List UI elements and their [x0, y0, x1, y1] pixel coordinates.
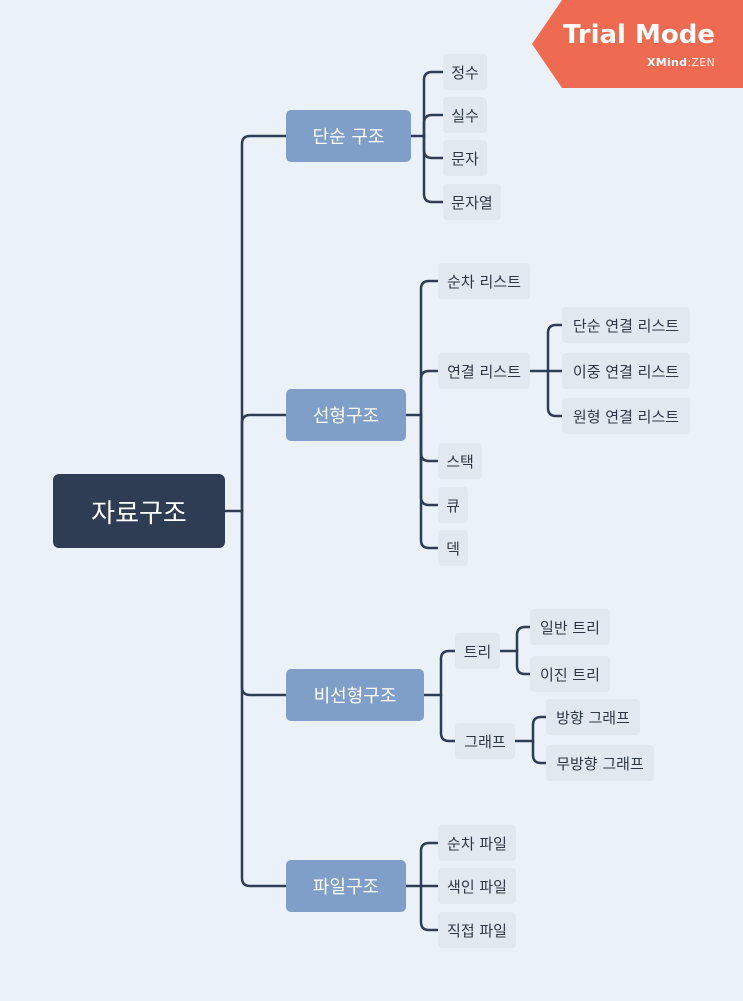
branch-2-item-3[interactable]: 스택 — [438, 443, 482, 479]
branch-node-2[interactable]: 선형구조 — [286, 389, 406, 441]
branch-3-item-2[interactable]: 그래프 — [455, 723, 515, 759]
branch-1-item-4[interactable]: 문자열 — [443, 184, 501, 220]
branch-2-item-2-connector-leaf-2 — [546, 369, 564, 418]
branch-1-item-2[interactable]: 실수 — [443, 97, 487, 133]
brand-separator: : — [687, 56, 692, 69]
branch-2-connector-leaf-1 — [419, 369, 440, 417]
branch-4-item-1[interactable]: 순차 파일 — [438, 825, 516, 861]
brand-strong: XMind — [646, 56, 688, 69]
branch-1-connector-leaf-0 — [422, 70, 445, 138]
xmind-zen-logo: XMind:ZEN — [647, 56, 715, 69]
trial-mode-title: Trial Mode — [562, 20, 715, 50]
branch-2-item-5[interactable]: 덱 — [438, 530, 468, 566]
root-node[interactable]: 자료구조 — [53, 474, 225, 548]
branch-3-item-2-connector-leaf-0 — [531, 715, 548, 743]
branch-1-connector-leaf-1 — [422, 113, 445, 138]
branch-1-item-1[interactable]: 정수 — [443, 54, 487, 90]
branch-2-item-2-sub-3[interactable]: 원형 연결 리스트 — [562, 398, 690, 434]
branch-3-item-1[interactable]: 트리 — [455, 633, 500, 669]
branch-3-connector-leaf-1 — [439, 693, 457, 743]
branch-2-item-2-connector-leaf-0 — [546, 323, 564, 373]
branch-3-item-2-connector-leaf-1 — [531, 739, 548, 765]
branch-2-connector-leaf-4 — [419, 413, 440, 550]
branch-node-1[interactable]: 단순 구조 — [286, 110, 411, 162]
branch-2-item-2[interactable]: 연결 리스트 — [438, 353, 530, 389]
branch-2-connector-leaf-0 — [419, 279, 440, 417]
branch-4-item-3[interactable]: 직접 파일 — [438, 912, 516, 948]
trial-mode-badge: Trial Mode XMind:ZEN — [532, 0, 743, 88]
branch-2-connector-leaf-2 — [419, 413, 440, 463]
branch-3-item-1-sub-1[interactable]: 일반 트리 — [530, 609, 610, 645]
branch-3-item-2-sub-2[interactable]: 무방향 그래프 — [546, 745, 654, 781]
branch-2-item-4[interactable]: 큐 — [438, 487, 468, 523]
branch-4-item-2[interactable]: 색인 파일 — [438, 868, 516, 904]
branch-3-item-1-sub-2[interactable]: 이진 트리 — [530, 656, 610, 692]
branch-2-item-1[interactable]: 순차 리스트 — [438, 263, 530, 299]
branch-3-item-1-connector-leaf-0 — [515, 625, 532, 653]
trial-badge-shape — [532, 0, 743, 88]
branch-3-item-1-connector-leaf-1 — [515, 649, 532, 676]
branch-2-item-2-sub-1[interactable]: 단순 연결 리스트 — [562, 307, 690, 343]
branch-1-connector-leaf-3 — [422, 134, 445, 204]
branch-3-item-2-sub-1[interactable]: 방향 그래프 — [546, 699, 640, 735]
branch-1-item-3[interactable]: 문자 — [443, 140, 487, 176]
root-connector-leaf-2 — [240, 509, 288, 697]
branch-3-connector-leaf-0 — [439, 649, 457, 697]
root-connector-leaf-0 — [240, 134, 288, 513]
branch-4-connector-leaf-0 — [419, 841, 440, 888]
branch-4-connector-leaf-2 — [419, 884, 440, 932]
brand-light: ZEN — [691, 56, 715, 69]
branch-node-4[interactable]: 파일구조 — [286, 860, 406, 912]
root-connector-leaf-3 — [240, 509, 288, 888]
branch-node-3[interactable]: 비선형구조 — [286, 669, 424, 721]
branch-2-item-2-sub-2[interactable]: 이중 연결 리스트 — [562, 353, 690, 389]
root-connector-leaf-1 — [240, 413, 288, 513]
branch-1-connector-leaf-2 — [422, 134, 445, 160]
